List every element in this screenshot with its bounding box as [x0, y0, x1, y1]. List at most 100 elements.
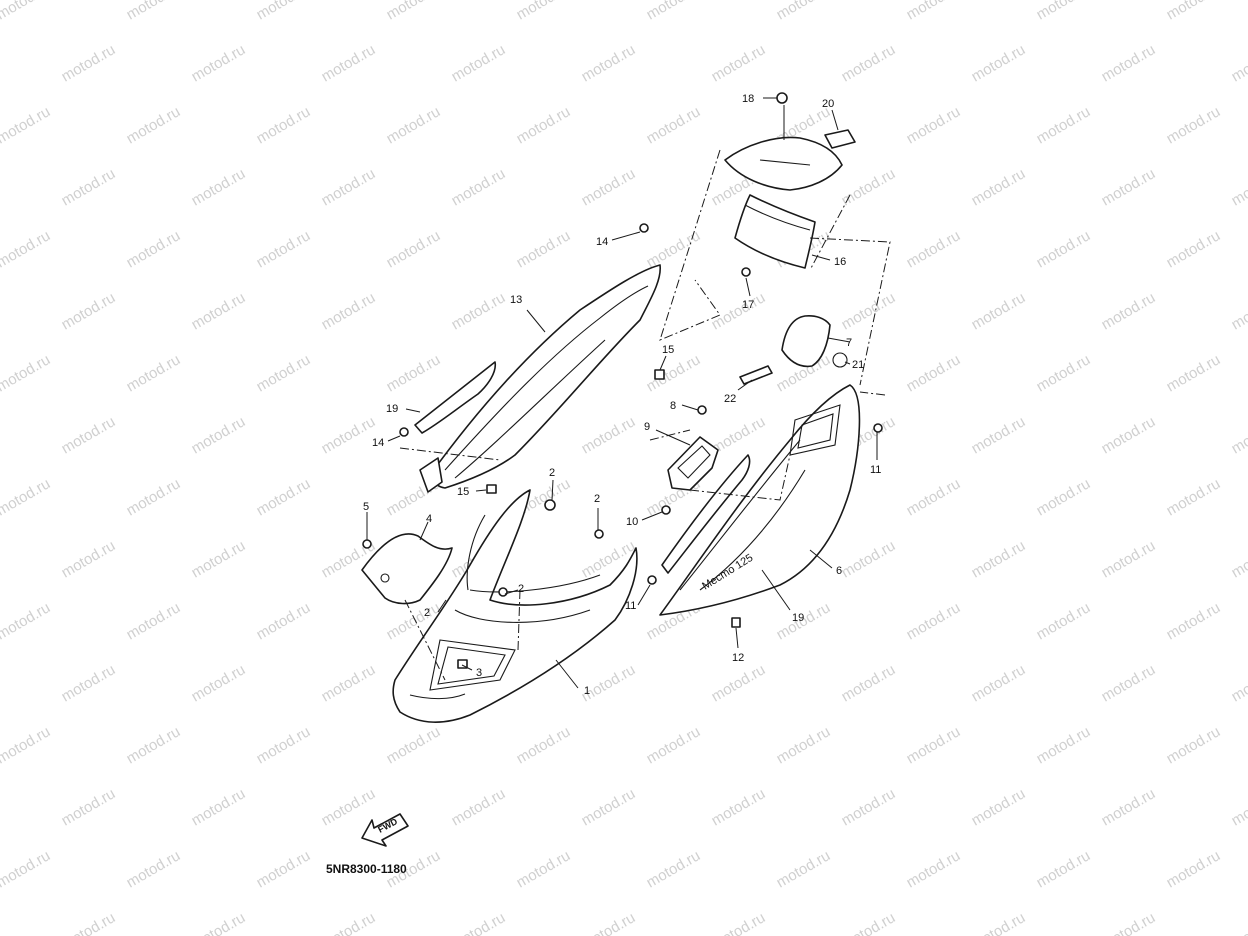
watermark-text: motod.ru [969, 661, 1029, 705]
watermark-text: motod.ru [969, 41, 1029, 85]
watermark-text: motod.ru [319, 41, 379, 85]
watermark-text: motod.ru [449, 165, 509, 209]
callout-19a: 19 [386, 403, 398, 415]
callout-12: 12 [732, 652, 744, 664]
callout-3: 3 [476, 667, 482, 679]
watermark-text: motod.ru [1164, 847, 1224, 891]
watermark-text: motod.ru [59, 785, 119, 829]
watermark-text: motod.ru [904, 0, 964, 23]
watermark-text: motod.ru [644, 0, 704, 23]
watermark-text: motod.ru [0, 599, 53, 643]
watermark-text: motod.ru [384, 0, 444, 23]
watermark-text: motod.ru [189, 785, 249, 829]
watermark-text: motod.ru [59, 165, 119, 209]
watermark-text: motod.ru [124, 847, 184, 891]
watermark-text: motod.ru [644, 723, 704, 767]
watermark-text: motod.ru [969, 785, 1029, 829]
watermark-text: motod.ru [1034, 723, 1094, 767]
watermark-text: motod.ru [254, 0, 314, 23]
watermark-text: motod.ru [579, 413, 639, 457]
fastener-screws [362, 92, 883, 669]
watermark-text: motod.ru [644, 103, 704, 147]
watermark-text: motod.ru [0, 847, 53, 891]
part-13-side-rail [419, 264, 661, 493]
watermark-text: motod.ru [514, 0, 574, 23]
watermark-text: motod.ru [514, 723, 574, 767]
forward-arrow-icon: FWD [361, 813, 409, 847]
watermark-text: motod.ru [1099, 289, 1159, 333]
watermark-text: motod.ru [969, 909, 1029, 936]
watermark-text: motod.ru [644, 227, 704, 271]
watermark-text: motod.ru [1034, 475, 1094, 519]
callout-1: 1 [584, 685, 590, 697]
callout-9: 9 [644, 421, 650, 433]
part-rear-top-cover [724, 136, 843, 191]
watermark-text: motod.ru [189, 537, 249, 581]
callout-15a: 15 [662, 344, 674, 356]
callout-11b: 11 [870, 464, 881, 476]
watermark-text: motod.ru [1164, 227, 1224, 271]
callout-16: 16 [834, 256, 846, 268]
watermark-text: motod.ru [1099, 785, 1159, 829]
watermark-text: motod.ru [1034, 103, 1094, 147]
callout-14b: 14 [372, 437, 384, 449]
watermark-text: motod.ru [644, 351, 704, 395]
watermark-text: motod.ru [0, 475, 53, 519]
watermark-text: motod.ru [579, 661, 639, 705]
callout-17: 17 [742, 299, 754, 311]
watermark-text: motod.ru [1034, 599, 1094, 643]
alignment-line-left [399, 447, 521, 681]
part-6-side-cover: Mecmo 125 [659, 384, 861, 616]
watermark-text: motod.ru [0, 103, 53, 147]
watermark-text: motod.ru [449, 41, 509, 85]
watermark-text: motod.ru [0, 0, 53, 23]
callout-10: 10 [626, 516, 638, 528]
callout-8: 8 [670, 400, 676, 412]
watermark-text: motod.ru [904, 723, 964, 767]
alignment-line-top [659, 149, 891, 386]
watermark-text: motod.ru [839, 785, 899, 829]
watermark-text: motod.ru [189, 165, 249, 209]
watermark-text: motod.ru [124, 103, 184, 147]
watermark-text: motod.ru [124, 599, 184, 643]
callout-5: 5 [363, 501, 369, 513]
callout-14a: 14 [596, 236, 608, 248]
watermark-text: motod.ru [1099, 661, 1159, 705]
watermark-text: motod.ru [1164, 351, 1224, 395]
part-19-trim-left [414, 361, 497, 434]
watermark-text: motod.ru [124, 723, 184, 767]
watermark-text: motod.ru [254, 847, 314, 891]
watermark-text: motod.ru [1229, 289, 1248, 333]
watermark-text: motod.ru [1164, 103, 1224, 147]
watermark-text: motod.ru [384, 227, 444, 271]
watermark-text: motod.ru [384, 103, 444, 147]
watermark-text: motod.ru [319, 165, 379, 209]
diagram-reference-code: 5NR8300-1180 [326, 862, 407, 876]
watermark-text: motod.ru [319, 785, 379, 829]
watermark-text: motod.ru [579, 785, 639, 829]
watermark-text: motod.ru [709, 909, 769, 936]
watermark-text: motod.ru [839, 661, 899, 705]
watermark-text: motod.ru [1099, 41, 1159, 85]
watermark-text: motod.ru [579, 41, 639, 85]
watermark-text: motod.ru [189, 41, 249, 85]
watermark-text: motod.ru [774, 847, 834, 891]
watermark-text: motod.ru [59, 661, 119, 705]
callout-2c: 2 [424, 607, 430, 619]
part-22-bracket [739, 365, 773, 385]
callout-2d: 2 [518, 583, 524, 595]
watermark-text: motod.ru [319, 661, 379, 705]
watermark-text: motod.ru [0, 227, 53, 271]
watermark-text: motod.ru [514, 847, 574, 891]
watermark-text: motod.ru [449, 785, 509, 829]
watermark-text: motod.ru [1034, 847, 1094, 891]
watermark-text: motod.ru [124, 475, 184, 519]
watermark-text: motod.ru [59, 413, 119, 457]
callout-4: 4 [426, 513, 432, 525]
watermark-text: motod.ru [254, 723, 314, 767]
watermark-text: motod.ru [1229, 537, 1248, 581]
callout-19b: 19 [792, 612, 804, 624]
watermark-text: motod.ru [1099, 165, 1159, 209]
callout-13: 13 [510, 294, 522, 306]
